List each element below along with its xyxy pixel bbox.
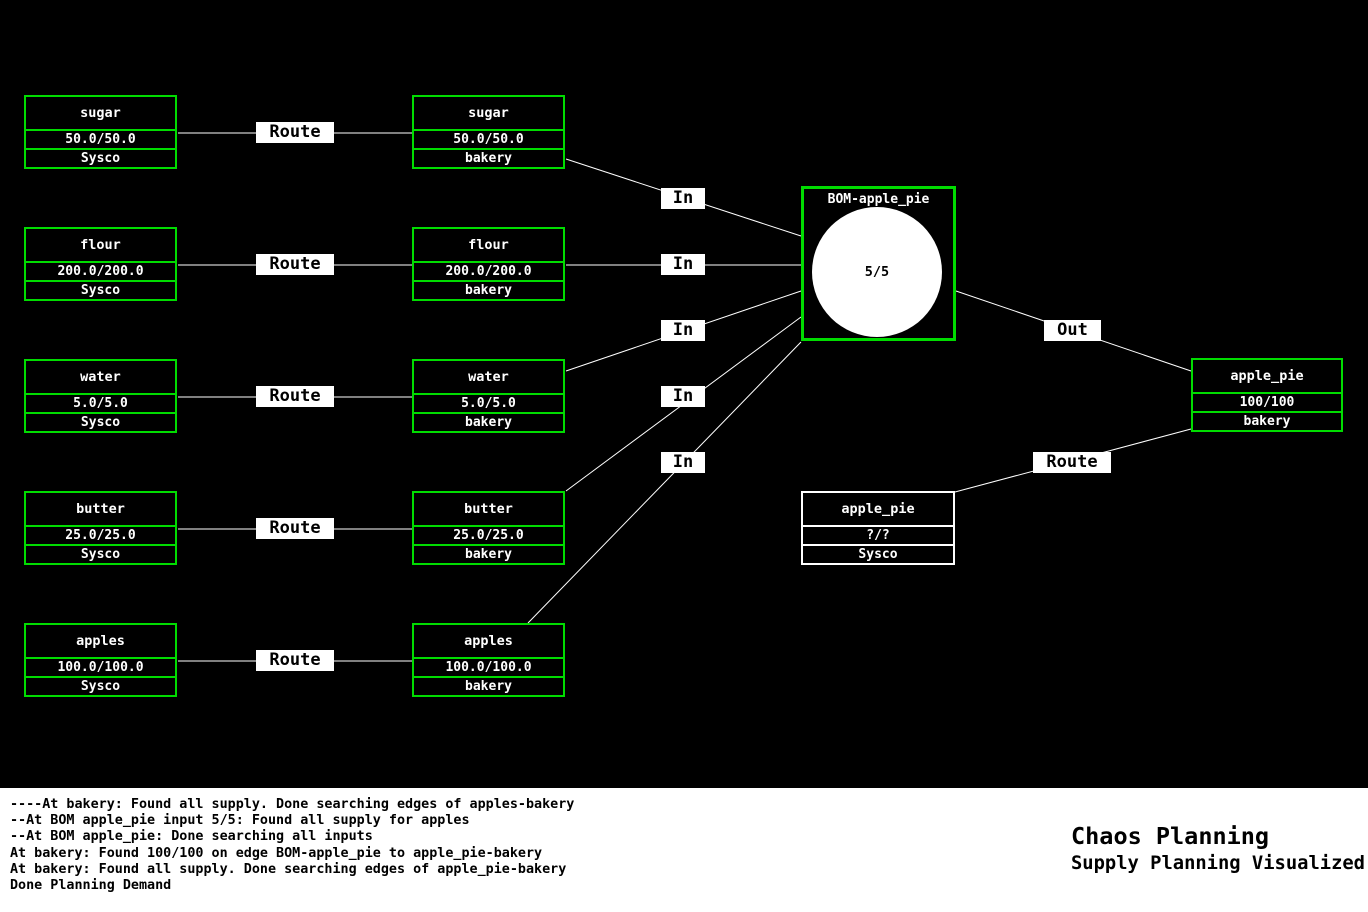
node-title: apples [76, 633, 125, 649]
log-line: --At BOM apple_pie: Done searching all i… [10, 829, 373, 845]
in-label-apples: In [661, 452, 705, 473]
log-line: At bakery: Found all supply. Done search… [10, 861, 567, 877]
node-title: water [468, 369, 509, 385]
app-subtitle: Supply Planning Visualized [1071, 853, 1365, 874]
route-label-water: Route [256, 386, 334, 407]
bakery-node-flour: flour 200.0/200.0 bakery [412, 227, 565, 301]
brand: Chaos Planning Supply Planning Visualize… [1071, 822, 1365, 875]
node-title: flour [468, 237, 509, 253]
footer: ----At bakery: Found all supply. Done se… [0, 788, 1368, 912]
node-title: butter [76, 501, 125, 517]
node-quantity: 5.0/5.0 [26, 393, 175, 412]
bom-node-title: BOM-apple_pie [827, 192, 930, 207]
bom-progress-value: 5/5 [864, 264, 890, 280]
in-label-water: In [661, 320, 705, 341]
in-label-flour: In [661, 254, 705, 275]
bakery-node-butter: butter 25.0/25.0 bakery [412, 491, 565, 565]
node-location: bakery [414, 544, 563, 563]
bakery-node-apples: apples 100.0/100.0 bakery [412, 623, 565, 697]
app-title: Chaos Planning [1071, 822, 1270, 850]
node-quantity: 25.0/25.0 [26, 525, 175, 544]
supplier-node-apples: apples 100.0/100.0 Sysco [24, 623, 177, 697]
node-quantity: 25.0/25.0 [414, 525, 563, 544]
node-location: bakery [414, 676, 563, 695]
out-label: Out [1044, 320, 1101, 341]
node-quantity: 100/100 [1193, 392, 1341, 411]
supplier-node-water: water 5.0/5.0 Sysco [24, 359, 177, 433]
in-label-butter: In [661, 386, 705, 407]
log-line: Done Planning Demand [10, 878, 172, 894]
node-location: Sysco [803, 544, 953, 563]
supplier-node-flour: flour 200.0/200.0 Sysco [24, 227, 177, 301]
node-title: water [80, 369, 121, 385]
node-title: apples [464, 633, 513, 649]
bom-node: BOM-apple_pie 5/5 [801, 186, 956, 341]
node-location: Sysco [26, 412, 175, 431]
supplier-node-butter: butter 25.0/25.0 Sysco [24, 491, 177, 565]
supplier-node-apple-pie: apple_pie ?/? Sysco [801, 491, 955, 565]
planning-log: ----At bakery: Found all supply. Done se… [10, 797, 574, 894]
node-location: Sysco [26, 280, 175, 299]
node-location: bakery [414, 412, 563, 431]
node-quantity: 50.0/50.0 [414, 129, 563, 148]
route-label-apple-pie: Route [1033, 452, 1111, 473]
node-quantity: 5.0/5.0 [414, 393, 563, 412]
node-title: butter [464, 501, 513, 517]
log-line: ----At bakery: Found all supply. Done se… [10, 797, 575, 812]
edge-in-apples [527, 341, 802, 624]
bakery-node-apple-pie: apple_pie 100/100 bakery [1191, 358, 1343, 432]
node-title: flour [80, 237, 121, 253]
bakery-node-sugar: sugar 50.0/50.0 bakery [412, 95, 565, 169]
node-title: sugar [468, 105, 509, 121]
node-title: apple_pie [1230, 368, 1304, 384]
node-quantity: ?/? [803, 525, 953, 544]
node-title: apple_pie [841, 501, 915, 517]
route-label-sugar: Route [256, 122, 334, 143]
node-quantity: 100.0/100.0 [26, 657, 175, 676]
log-line: At bakery: Found 100/100 on edge BOM-app… [10, 845, 543, 861]
node-quantity: 100.0/100.0 [414, 657, 563, 676]
node-quantity: 200.0/200.0 [26, 261, 175, 280]
node-location: Sysco [26, 676, 175, 695]
bakery-node-water: water 5.0/5.0 bakery [412, 359, 565, 433]
supplier-node-sugar: sugar 50.0/50.0 Sysco [24, 95, 177, 169]
node-location: Sysco [26, 148, 175, 167]
node-location: bakery [414, 148, 563, 167]
route-label-apples: Route [256, 650, 334, 671]
node-quantity: 50.0/50.0 [26, 129, 175, 148]
node-location: bakery [1193, 411, 1341, 430]
node-location: Sysco [26, 544, 175, 563]
node-location: bakery [414, 280, 563, 299]
node-title: sugar [80, 105, 121, 121]
route-label-butter: Route [256, 518, 334, 539]
bom-progress-circle: 5/5 [812, 207, 942, 337]
in-label-sugar: In [661, 188, 705, 209]
route-label-flour: Route [256, 254, 334, 275]
log-line: --At BOM apple_pie input 5/5: Found all … [10, 813, 470, 829]
node-quantity: 200.0/200.0 [414, 261, 563, 280]
